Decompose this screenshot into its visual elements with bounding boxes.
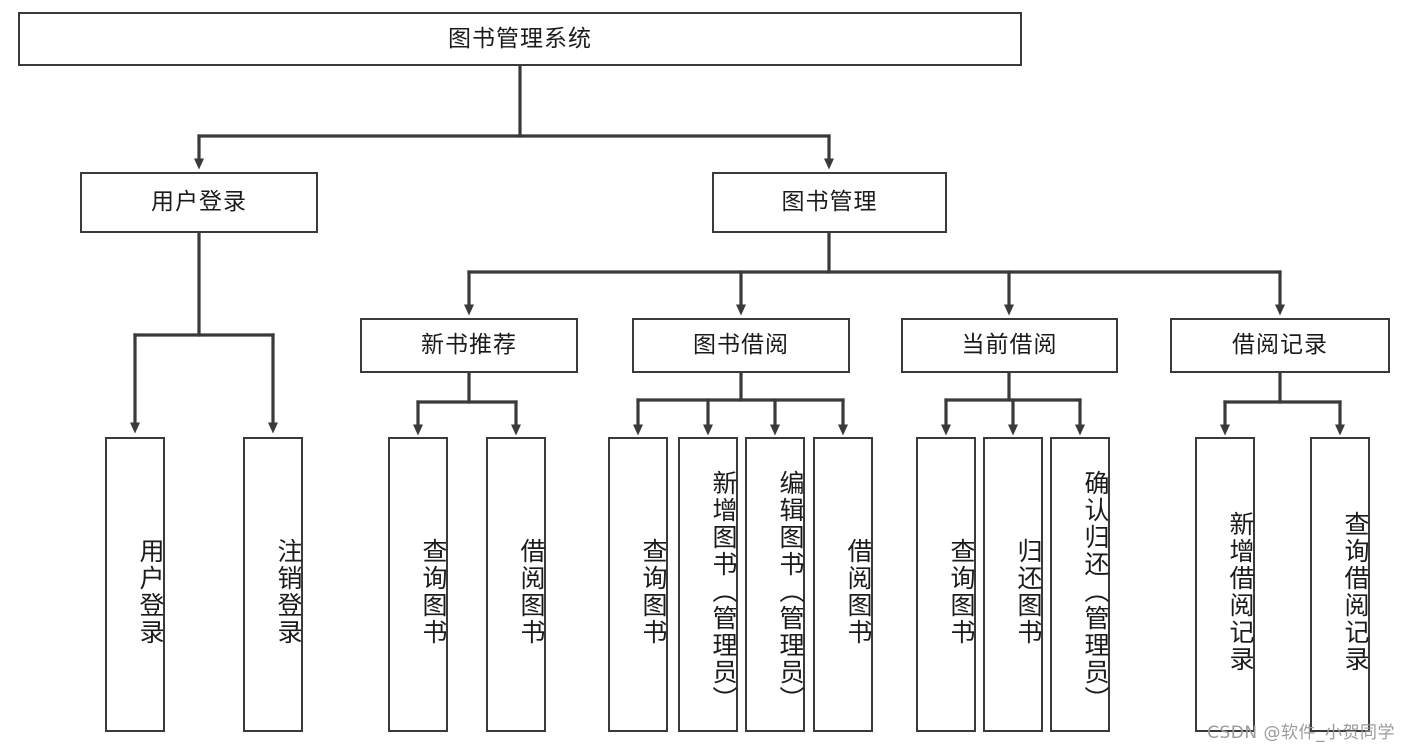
leaf-query-book-current-label: 查询图书 (947, 537, 976, 646)
node-new-book-recommend[interactable]: 新书推荐 (360, 318, 578, 373)
leaf-query-book-current[interactable]: 查询图书 (916, 437, 976, 732)
node-book-management-label: 图书管理 (781, 189, 878, 216)
node-user-login[interactable]: 用户登录 (80, 172, 318, 233)
leaf-query-book-borrow-label: 查询图书 (639, 537, 668, 646)
leaf-query-borrow-record-label: 查询借阅记录 (1341, 510, 1370, 673)
leaf-user-login-label: 用户登录 (136, 537, 165, 646)
leaf-query-book-new-label: 查询图书 (419, 537, 448, 646)
node-new-book-recommend-label: 新书推荐 (421, 332, 517, 359)
node-current-borrow[interactable]: 当前借阅 (901, 318, 1118, 373)
leaf-add-borrow-record-label: 新增借阅记录 (1226, 510, 1255, 673)
node-root-label: 图书管理系统 (448, 25, 592, 52)
leaf-lend-book-label: 借阅图书 (844, 537, 873, 646)
leaf-query-borrow-record[interactable]: 查询借阅记录 (1310, 437, 1370, 732)
node-borrow-record-label: 借阅记录 (1232, 332, 1328, 359)
csdn-watermark: CSDN @软件_小贺同学 (1207, 723, 1395, 743)
node-user-login-label: 用户登录 (151, 189, 247, 216)
leaf-edit-book-admin[interactable]: 编辑图书（管理员） (745, 437, 805, 732)
leaf-query-book-borrow[interactable]: 查询图书 (608, 437, 668, 732)
leaf-logout[interactable]: 注销登录 (243, 437, 303, 732)
leaf-confirm-return-admin-label: 确认归还（管理员） (1081, 470, 1110, 713)
leaf-user-login[interactable]: 用户登录 (105, 437, 165, 732)
node-book-borrow[interactable]: 图书借阅 (632, 318, 850, 373)
node-root-system[interactable]: 图书管理系统 (18, 12, 1022, 66)
leaf-add-borrow-record[interactable]: 新增借阅记录 (1195, 437, 1255, 732)
node-borrow-record[interactable]: 借阅记录 (1170, 318, 1390, 373)
leaf-add-book-admin[interactable]: 新增图书（管理员） (678, 437, 738, 732)
node-book-borrow-label: 图书借阅 (693, 332, 789, 359)
leaf-logout-label: 注销登录 (274, 537, 303, 646)
leaf-lend-book[interactable]: 借阅图书 (813, 437, 873, 732)
leaf-return-book[interactable]: 归还图书 (983, 437, 1043, 732)
leaf-borrow-book-new-label: 借阅图书 (517, 537, 546, 646)
leaf-confirm-return-admin[interactable]: 确认归还（管理员） (1050, 437, 1110, 732)
leaf-edit-book-admin-label: 编辑图书（管理员） (776, 470, 805, 713)
leaf-query-book-new[interactable]: 查询图书 (388, 437, 448, 732)
leaf-borrow-book-new[interactable]: 借阅图书 (486, 437, 546, 732)
leaf-add-book-admin-label: 新增图书（管理员） (709, 470, 738, 713)
node-current-borrow-label: 当前借阅 (961, 332, 1058, 359)
node-book-management[interactable]: 图书管理 (712, 172, 947, 233)
leaf-return-book-label: 归还图书 (1014, 537, 1043, 646)
